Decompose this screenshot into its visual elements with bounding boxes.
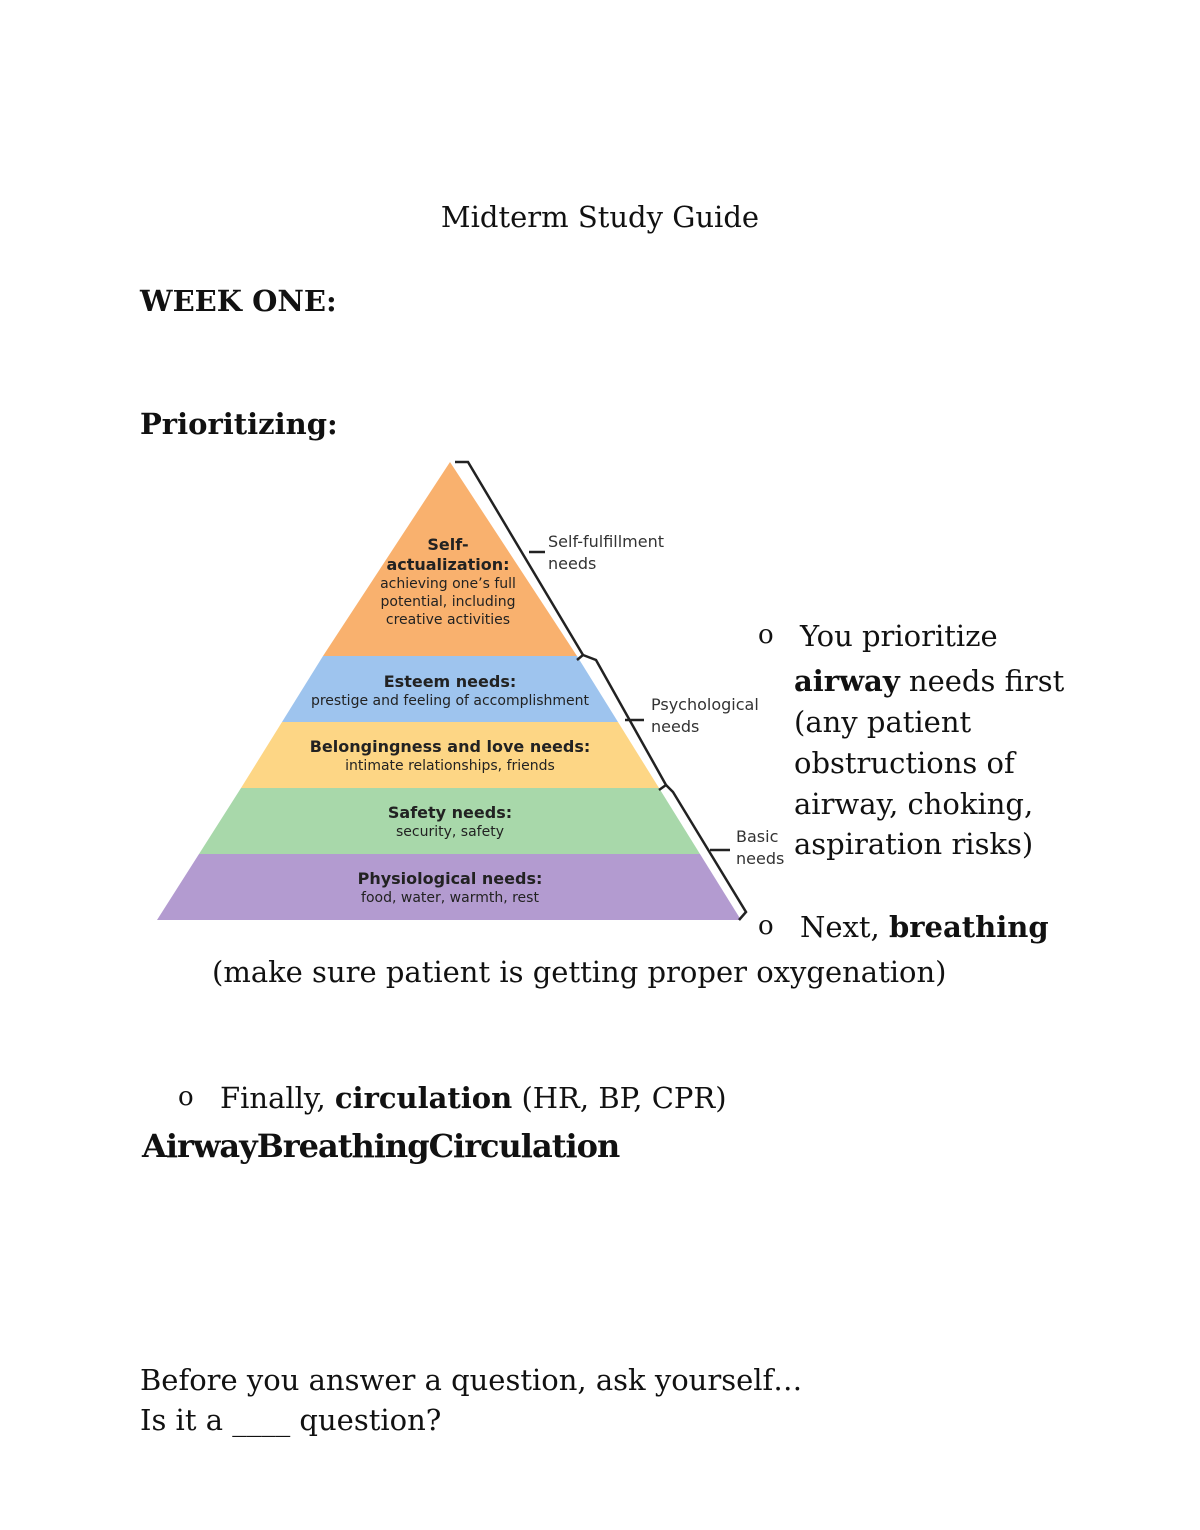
bullet-bold: circulation	[334, 1081, 513, 1115]
week-heading: WEEK ONE:	[140, 284, 337, 318]
tier-desc: intimate relationships, friends	[345, 758, 555, 774]
tier-belonging: Belongingness and love needs: intimate r…	[270, 737, 630, 775]
tier-title: Esteem needs:	[383, 672, 517, 691]
footer-line-1: Before you answer a question, ask yourse…	[140, 1363, 803, 1397]
tier-title: Self-actualization:	[386, 535, 510, 574]
bullet-airway-line1: You prioritize	[800, 616, 998, 657]
tier-belonging-shape	[241, 722, 659, 788]
tier-physiological-shape	[157, 854, 741, 920]
bullet-text: Finally,	[220, 1081, 326, 1115]
bracket-psychological	[582, 653, 668, 792]
bracket-label-psychological: Psychological needs	[651, 695, 759, 736]
bullet-text: airway, choking,	[794, 787, 1034, 821]
tier-title: Safety needs:	[387, 803, 513, 822]
tier-desc: achieving one’s full potential, includin…	[380, 576, 516, 628]
tier-safety: Safety needs: security, safety	[300, 803, 600, 841]
bracket-label-self-fulfillment: Self-fulfillment needs	[548, 532, 665, 573]
tier-title: Physiological needs:	[357, 869, 543, 888]
bullet-bold: breathing	[888, 910, 1049, 944]
tier-desc: prestige and feeling of accomplishment	[310, 693, 590, 709]
section-heading: Prioritizing:	[140, 407, 338, 441]
tier-self-actualization: Self-actualization: achieving one’s full…	[370, 535, 526, 629]
bracket-label-basic: Basic needs	[736, 827, 785, 868]
bullet-airway-line2: airway needs first	[794, 661, 1064, 702]
bracket-basic	[665, 784, 748, 921]
tier-title: Belongingness and love needs:	[309, 737, 591, 756]
tier-desc: security, safety	[396, 824, 504, 840]
bullet-marker: o	[758, 911, 774, 941]
bullet-text: obstructions of	[794, 746, 1015, 780]
bullet-marker: o	[178, 1082, 194, 1112]
tier-esteem: Esteem needs: prestige and feeling of ac…	[290, 672, 610, 710]
bullet-text: needs first	[908, 664, 1065, 698]
bullet-text: (HR, BP, CPR)	[521, 1081, 727, 1115]
tier-esteem-shape	[282, 656, 618, 722]
tier-desc: food, water, warmth, rest	[361, 890, 539, 906]
bullet-text: Next,	[800, 910, 880, 944]
bullet-text: (any patient	[794, 705, 972, 739]
tier-physiological: Physiological needs: food, water, warmth…	[300, 869, 600, 907]
footer-line-2: Is it a ____ question?	[140, 1403, 442, 1437]
bullet-marker: o	[758, 620, 774, 650]
bullet-text: aspiration risks)	[794, 827, 1034, 861]
bullet-bold: airway	[794, 664, 900, 698]
tier-safety-shape	[199, 788, 700, 854]
abc-summary: AirwayBreathingCirculation	[142, 1127, 620, 1165]
breathing-continuation: (make sure patient is getting proper oxy…	[212, 955, 947, 989]
tier-self-actualization-shape	[323, 462, 577, 656]
bracket-self-fulfillment	[455, 460, 585, 661]
page-title: Midterm Study Guide	[440, 200, 760, 234]
bullet-text: You prioritize	[800, 619, 998, 653]
